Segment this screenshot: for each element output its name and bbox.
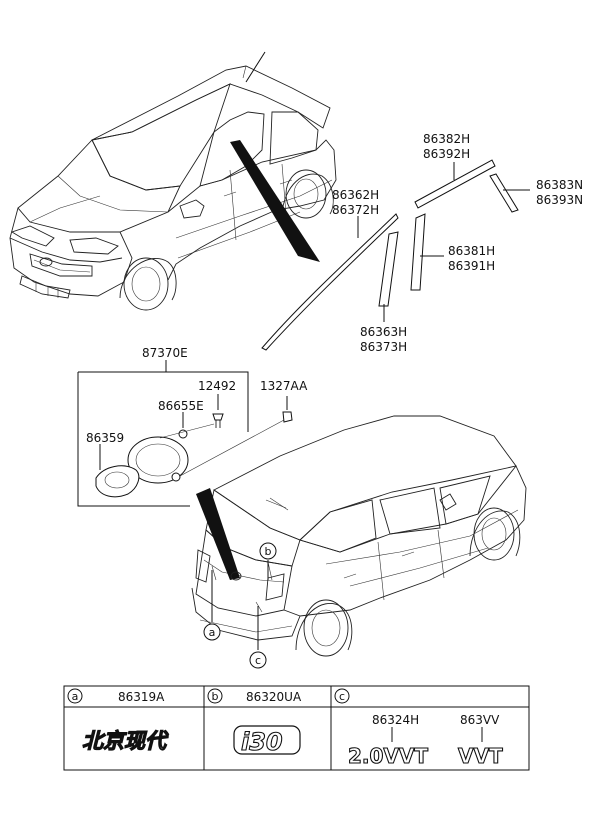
callout-emblem-assy: 87370E	[142, 346, 188, 360]
callout-rear-strip-2: 86393N	[536, 193, 583, 207]
emblem-beijing-hyundai: 北京现代	[82, 729, 169, 753]
pillar-right-part	[410, 213, 426, 291]
pillar-left-part	[378, 231, 399, 307]
screw-part	[212, 413, 224, 421]
emblem-badge-part	[95, 465, 140, 498]
callout-emblem: 86359	[86, 431, 124, 445]
roof-strip-part	[414, 159, 496, 209]
callout-pillar-right-2: 86391H	[448, 259, 495, 273]
front-car-illustration	[9, 51, 337, 311]
rear-car-illustration	[191, 415, 527, 657]
callout-pillar-left-1: 86363H	[360, 325, 407, 339]
callout-pillar-right-1: 86381H	[448, 244, 495, 258]
rear-strip-part	[489, 173, 519, 213]
marker-a	[203, 623, 221, 641]
marker-b	[259, 542, 277, 560]
marker-a-label: a	[209, 626, 216, 639]
nut-part	[282, 411, 293, 423]
callout-door-moulding-2: 86372H	[332, 203, 379, 217]
antenna-leader	[245, 51, 266, 83]
marker-c	[249, 651, 267, 669]
door-moulding-part	[261, 213, 399, 351]
emblem-2-0vvt: 2.0VVT	[348, 744, 428, 768]
table-col-c-item-2-part: 863VV	[460, 713, 500, 727]
table-col-a-part: 86319A	[118, 690, 165, 704]
table-col-b-marker	[207, 688, 223, 704]
table-col-b-letter: b	[212, 690, 219, 703]
grommet-part	[178, 429, 188, 439]
marker-c-label: c	[255, 654, 261, 667]
table-col-a-letter: a	[72, 690, 79, 703]
marker-b-label: b	[265, 545, 272, 558]
callout-screw: 12492	[198, 379, 236, 393]
pillar-pointer-wedge	[230, 140, 320, 262]
mouldings-group	[261, 159, 530, 351]
emblem-pointer-wedge	[196, 488, 240, 580]
callout-door-moulding-1: 86362H	[332, 188, 379, 202]
callout-pillar-left-2: 86373H	[360, 340, 407, 354]
emblem-i30: i30	[241, 728, 283, 756]
table-col-c-marker	[334, 688, 350, 704]
callout-grommet: 86655E	[158, 399, 204, 413]
callout-roof-strip-1: 86382H	[423, 132, 470, 146]
table-col-c-letter: c	[339, 690, 345, 703]
emblem-vvt: VVT	[458, 744, 503, 768]
table-col-a-marker	[67, 688, 83, 704]
emblem-assembly-box	[77, 360, 293, 507]
callout-rear-strip-1: 86383N	[536, 178, 583, 192]
table-col-b-part: 86320UA	[246, 690, 302, 704]
table-col-c-item-1-part: 86324H	[372, 713, 419, 727]
callout-nut: 1327AA	[260, 379, 308, 393]
emblem-i30-frame	[233, 725, 301, 755]
callout-roof-strip-2: 86392H	[423, 147, 470, 161]
